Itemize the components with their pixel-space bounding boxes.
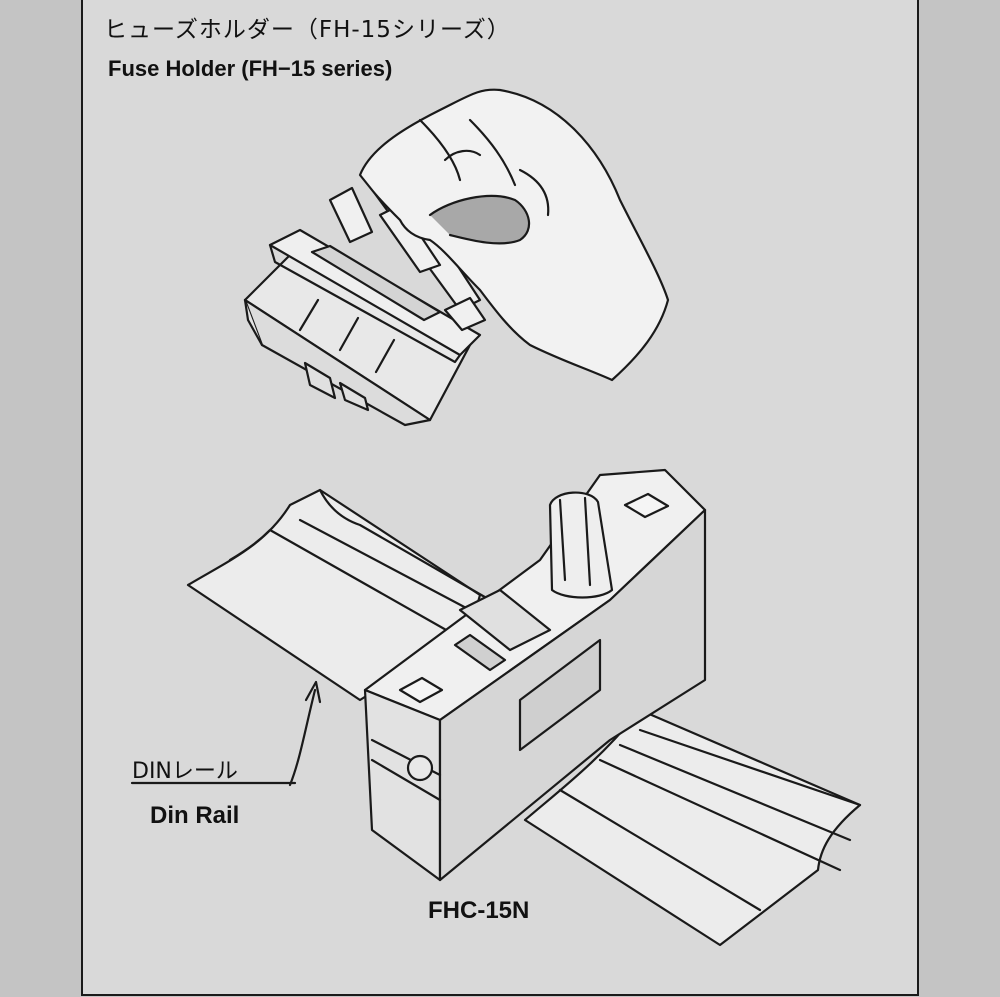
din-rail-label-en: Din Rail <box>150 802 240 829</box>
figure-title-en: Fuse Holder (FH−15 series) <box>108 56 393 81</box>
din-rail <box>186 488 862 947</box>
fhc-15n-base <box>363 468 707 882</box>
din-rail-label-jp: DINレール <box>132 759 238 784</box>
part-number-label: FHC-15N <box>428 897 530 924</box>
figure-title-jp: ヒューズホルダー（FH-15シリーズ） <box>104 17 511 43</box>
din-rail-leader-arrow <box>130 680 322 787</box>
hand-with-fuse-holder <box>243 88 670 427</box>
